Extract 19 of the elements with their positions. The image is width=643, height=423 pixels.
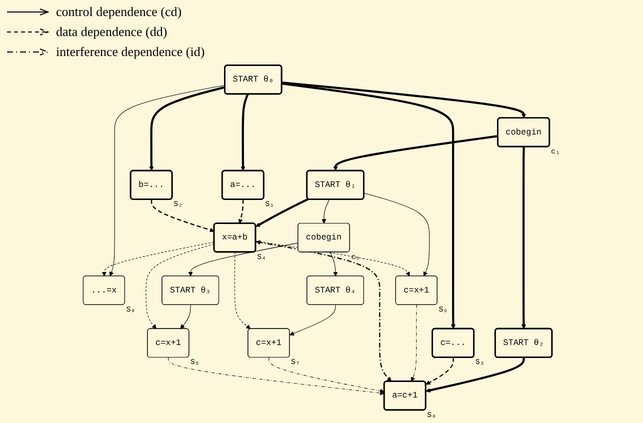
statement-node: START θ₃ (162, 276, 219, 305)
legend-text: data dependence (dd) (56, 24, 168, 40)
statement-node: cobegin (298, 222, 350, 252)
statement-node: cobegin (496, 117, 550, 148)
statement-node: c=x+1 (248, 328, 290, 358)
statement-node: START θ₀ (224, 64, 282, 95)
statement-node: a=c+1 (383, 380, 426, 411)
statement-node: c=x+1 (395, 276, 438, 305)
statement-node: ...=x (82, 276, 125, 305)
statement-node: START θ₄ (306, 276, 364, 305)
legend-text: interference dependence (id) (56, 44, 205, 60)
legend-text: control dependence (cd) (56, 4, 182, 20)
statement-node: START θ₂ (494, 328, 553, 358)
statement-node: x=a+b (213, 222, 256, 253)
statement-node: START θ₁ (306, 170, 364, 200)
statement-node: b=... (130, 170, 173, 200)
statement-node: a=... (221, 170, 264, 200)
statement-node: c=x+1 (147, 328, 190, 358)
statement-node: c=... (432, 328, 474, 358)
